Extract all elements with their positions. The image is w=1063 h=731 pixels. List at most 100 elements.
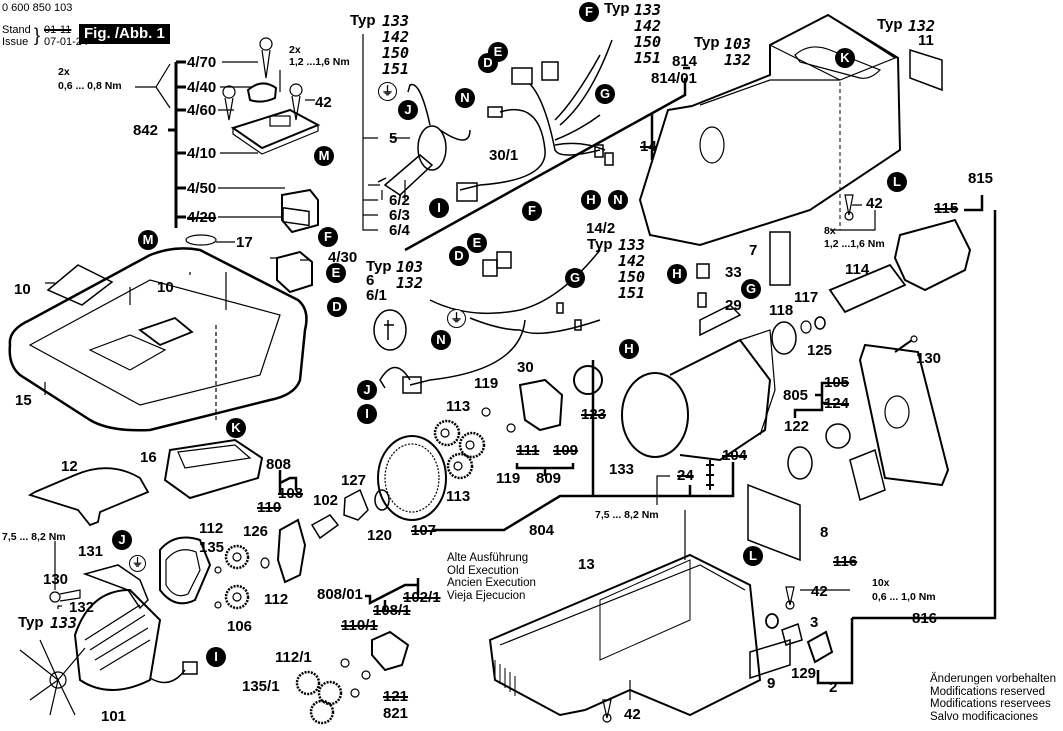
part-label[interactable]: 6/3 [389,207,410,224]
part-label[interactable]: 133 [609,461,635,478]
part-label[interactable]: 114 [845,261,870,278]
part-label[interactable]: 129 [791,665,817,682]
part-label-superseded[interactable]: 107 [411,522,437,539]
part-label[interactable]: 101 [101,708,127,725]
part-label[interactable]: 5 [389,130,398,147]
screw-42-plate [289,83,303,121]
part-label[interactable]: 6/4 [389,222,410,239]
part-label[interactable]: 135 [199,539,225,556]
part-label-superseded[interactable]: 115 [934,200,959,217]
part-label[interactable]: 30 [517,359,534,376]
part-label[interactable]: 6 [366,272,375,289]
part-label[interactable]: 4/10 [187,145,217,162]
part-label-superseded[interactable]: 4/20 [187,209,217,226]
part-label[interactable]: 130 [916,350,942,367]
issue-label: Issue [2,36,29,48]
part-label[interactable]: 4/50 [187,180,217,197]
typ-label-11: Typ [877,16,903,33]
part-label[interactable]: 42 [315,94,332,111]
part-label[interactable]: 117 [794,289,819,306]
part-label[interactable]: 804 [529,522,555,539]
part-label[interactable]: 10 [157,279,174,296]
part-label[interactable]: 132 [69,599,95,616]
part-label[interactable]: 4/60 [187,102,217,119]
part-label[interactable]: 842 [133,122,159,139]
connector-marker-i-motor: I [206,647,226,667]
part-label[interactable]: 4/40 [187,79,217,96]
part-label-superseded[interactable]: 104 [722,447,748,464]
part-label[interactable]: 809 [536,470,562,487]
part-label[interactable]: 112 [199,520,224,537]
part-label[interactable]: 808/01 [317,586,363,603]
connector-marker-h-mid: H [619,339,639,359]
part-label[interactable]: 4/70 [187,54,217,71]
part-label[interactable]: 125 [807,342,833,359]
part-label[interactable]: 4/30 [328,249,358,266]
part-label[interactable]: 102 [313,492,339,509]
part-label[interactable]: 805 [783,387,809,404]
part-label[interactable]: 122 [784,418,810,435]
part-label[interactable]: 131 [78,543,104,560]
part-label[interactable]: 814 [672,53,698,70]
part-label[interactable]: 30/1 [489,147,519,164]
part-label-superseded[interactable]: 24 [677,467,694,484]
part-label[interactable]: 17 [236,234,253,251]
part-label[interactable]: 808 [266,456,292,473]
part-label[interactable]: 113 [446,398,471,415]
part-label[interactable]: 16 [140,449,157,466]
part-label[interactable]: 127 [341,472,367,489]
part-label-superseded[interactable]: 108/1 [373,602,411,619]
connector-marker-g-housing: G [741,279,761,299]
part-label-superseded[interactable]: 121 [383,688,409,705]
part-label[interactable]: 42 [866,195,883,212]
part-label[interactable]: 113 [446,488,471,505]
part-label[interactable]: 130 [43,571,69,588]
part-label[interactable]: 42 [811,583,828,600]
part-label[interactable]: 112/1 [275,649,312,666]
connector-marker-m-lid: M [138,230,158,250]
part-label-superseded[interactable]: 116 [833,553,858,570]
part-label[interactable]: 120 [367,527,393,544]
washer-121-a [340,658,350,668]
part-label[interactable]: 12 [61,458,78,475]
part-label[interactable]: 6/2 [389,192,410,209]
part-label[interactable]: 816 [912,610,938,627]
part-label[interactable]: 135/1 [242,678,280,695]
filter-16 [163,438,264,500]
gear-113-c [446,452,474,480]
part-label[interactable]: 814/01 [651,70,697,87]
part-label[interactable]: 119 [474,375,499,392]
part-label-superseded[interactable]: 109 [553,442,579,459]
part-label[interactable]: 10 [14,281,31,298]
part-label-superseded[interactable]: 111 [516,442,540,459]
part-label[interactable]: 33 [725,264,742,281]
part-label-superseded[interactable]: 123 [581,406,607,423]
part-label-superseded[interactable]: 105 [824,374,850,391]
part-label[interactable]: 815 [968,170,994,187]
part-label[interactable]: 15 [15,392,32,409]
part-label[interactable]: 106 [227,618,253,635]
part-label-superseded[interactable]: 102/1 [403,589,441,606]
part-label[interactable]: 112 [264,591,289,608]
part-label[interactable]: 118 [769,302,794,319]
part-label[interactable]: 821 [383,705,409,722]
part-label[interactable]: 2 [829,679,838,696]
part-label-superseded[interactable]: 110/1 [341,617,378,634]
part-label[interactable]: 119 [496,470,521,487]
part-label[interactable]: 29 [725,297,742,314]
part-label[interactable]: 3 [810,614,819,631]
part-label-superseded[interactable]: 14 [640,138,657,155]
part-label-superseded[interactable]: 110 [257,499,282,516]
part-label[interactable]: 13 [578,556,595,573]
ground-icon: ⏚ [447,309,466,328]
part-label[interactable]: 9 [767,675,776,692]
part-label[interactable]: 7 [749,242,758,259]
part-label[interactable]: 6/1 [366,287,387,304]
part-label[interactable]: 126 [243,523,269,540]
part-label-superseded[interactable]: 124 [824,395,850,412]
part-label[interactable]: 8 [820,524,829,541]
part-label-superseded[interactable]: 108 [278,485,304,502]
part-label[interactable]: 14/2 [586,220,616,237]
part-label[interactable]: 42 [624,706,641,723]
part-label[interactable]: 11 [918,32,934,49]
